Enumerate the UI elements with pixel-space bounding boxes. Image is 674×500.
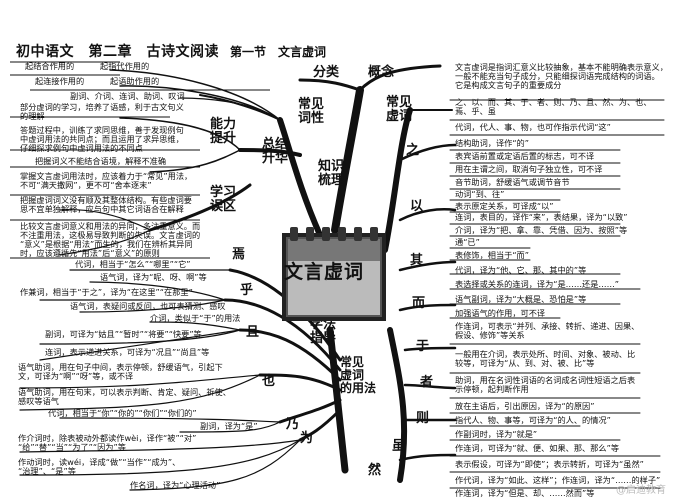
right-note-5: 用在主谓之间，取消句子独立性，可不译 bbox=[455, 164, 603, 174]
right-note-4: 表宾语前置或定语后置的标志，可不译 bbox=[455, 151, 595, 161]
right-note-10: 介词，译为“把、拿、靠、凭借、因为、按照”等 bbox=[455, 225, 628, 235]
word-er: 而 bbox=[412, 296, 426, 311]
note-lianjie: 起连接作用的 bbox=[35, 76, 85, 86]
note-left-4: 掌握文言虚词用法时，应该着力于“常见”用法， 不可“满天撒网”，更不可“舍本逐末… bbox=[20, 171, 193, 191]
right-note-20: 放在主语后，引出原因，译为“的原因” bbox=[455, 401, 595, 411]
word-ran: 然 bbox=[368, 463, 382, 478]
note-jiehe: 起结合作用的 bbox=[25, 61, 75, 71]
node-changjian-yongfa: 常见 虚词 的用法 bbox=[340, 355, 377, 396]
word-yu: 于 bbox=[416, 339, 430, 354]
right-note-2: 代词，代人、事、物，也可作指示代词“这” bbox=[455, 122, 611, 132]
note-left-1: 部分虚词的学习，培养了语感，利于古文句义 的理解 bbox=[20, 102, 184, 122]
node-zhishi: 知识 梳理 bbox=[318, 159, 345, 189]
word-qi: 其 bbox=[410, 253, 424, 268]
right-note-9: 连词，表目的，译作“来”，表结果，译为“以致” bbox=[455, 212, 628, 222]
word-zhi: 之 bbox=[406, 143, 420, 158]
usage-qie-2: 连词，表示递进关系，可译为“况且”“尚且”等 bbox=[45, 347, 210, 357]
right-note-13: 代词，译为“他、它、那、其中的”等 bbox=[455, 265, 587, 275]
usage-qie-1: 副词，可译为“姑且”“暂时”“将要”“快要”等 bbox=[45, 329, 202, 339]
node-gainian: 概念 bbox=[368, 65, 395, 80]
center-node bbox=[282, 227, 386, 321]
right-note-24: 表示假设，可译为“即使”；表示转折，可译为“虽然” bbox=[455, 459, 644, 469]
word-nai: 乃 bbox=[286, 417, 300, 432]
usage-nai-2: 副词，译为“是” bbox=[200, 421, 258, 431]
right-note-3: 结构助词，译作“的” bbox=[455, 138, 529, 148]
usage-wei-3: 作名词，译为“心理活动” bbox=[130, 480, 221, 490]
right-note-23: 作连词，可译为“就、便、如果、那、那么”等 bbox=[455, 443, 620, 453]
usage-ye-1: 语气助词，用在句子中间，表示停顿，舒缓语气，引起下 文，可译为“啊”“呀”等，或… bbox=[18, 362, 223, 382]
note-left-6: 比较文言虚词意义和用法的异同，多注重意义。而 不注重用法，这极易导致判断的失误。… bbox=[20, 221, 201, 259]
usage-hu-1: 语气词，译为“呢、呀、啊”等 bbox=[100, 272, 207, 282]
main-title: 初中语文 第二章 古诗文阅读 bbox=[16, 44, 219, 60]
right-note-16: 加强语气的作用，可不译 bbox=[455, 308, 546, 318]
right-note-concept: 文言虚词是指词汇意义比较抽象，基本不能明确表示意义， 一般不能充当句子成分，只能… bbox=[455, 62, 668, 91]
node-xuexi: 学习 误区 bbox=[210, 185, 237, 215]
center-label: 文言虚词 bbox=[284, 261, 365, 283]
usage-hu-2: 语气词，表疑问或反问，也可表猜测、感叹 bbox=[70, 301, 226, 311]
right-note-17: 作连词，可表示“并列、承接、转折、递进、因果、 假设、修饰”等关系 bbox=[455, 321, 640, 341]
right-note-6: 音节助词，舒缓语气或调节音节 bbox=[455, 177, 570, 187]
usage-hu-3: 介词，类似于“于”的用法 bbox=[150, 313, 241, 323]
word-hu: 乎 bbox=[240, 283, 254, 298]
right-note-11: 通“已” bbox=[455, 237, 480, 247]
right-note-25: 作代词，译为“如此、这样”；作连词，译为“……的样子” bbox=[455, 475, 661, 485]
word-qie: 且 bbox=[246, 325, 260, 340]
word-yi: 以 bbox=[410, 199, 424, 214]
node-changjian-xuci: 常见 虚词 bbox=[386, 95, 413, 125]
node-changjian-cixing: 常见 词性 bbox=[298, 97, 325, 127]
right-note-15: 语气副词，译为“大概是、恐怕是”等 bbox=[455, 294, 587, 304]
usage-yan-2: 作兼词，相当于“于之”，译为“在这里”“在那里” bbox=[20, 287, 193, 297]
right-note-19: 助词，用在名词性词语的名词成名词性短语之后表 示停顿，起判断作用 bbox=[455, 375, 636, 395]
usage-ye-2: 语气助词，用在句末，可以表示判断、肯定、疑问、祈使、 感叹等语气 bbox=[18, 387, 231, 407]
node-zongjie: 总结 升华 bbox=[262, 137, 289, 167]
word-ze: 则 bbox=[416, 411, 430, 426]
watermark: @启迪教育 bbox=[616, 485, 666, 496]
usage-wei-2: 作动词时，读wéi，译成“做”“当作”“成为”、 “治理”、“是”等 bbox=[18, 457, 181, 477]
note-cixing-list: 副词、介词、连词、助词、叹词 bbox=[70, 91, 185, 101]
usage-wei-1: 作介词时，除表被动外都读作wèi，译作“被”“对” “给”“替”“当”“为了”“… bbox=[18, 433, 197, 453]
right-note-21: 指代人、物、事等，可译为“的人、的情况” bbox=[455, 415, 611, 425]
right-note-18: 一般用在介词，表示处所、时间、对象、被动、比 较等，可译为“从、到、对、被、比”… bbox=[455, 349, 636, 369]
note-yuzhu: 起语助作用的 bbox=[110, 76, 160, 86]
note-left-5: 把握虚词词义没有顺及其整体结构。有些虚词要 思不宜单独解释，应与句中其它词语合在… bbox=[20, 195, 192, 215]
word-sui: 虽 bbox=[392, 439, 406, 454]
right-note-12: 表修饰，相当于“而” bbox=[455, 250, 529, 260]
right-note-26: 作连词，译为“但是、却、……然而”等 bbox=[455, 488, 595, 498]
note-left-3: 把握词义不能结合语境，解释不准确 bbox=[35, 156, 167, 166]
right-note-list: 之、以、而、其、于、者、则、乃、且、然、为、也、 焉、乎、虽 bbox=[455, 97, 652, 117]
word-yan: 焉 bbox=[232, 247, 246, 262]
node-fenlei: 分类 bbox=[313, 65, 340, 80]
word-wei: 为 bbox=[300, 431, 314, 446]
usage-yan-1: 代词，相当于“怎么”“哪里”“它” bbox=[75, 259, 191, 269]
word-ye: 也 bbox=[262, 374, 276, 389]
note-zhidai: 起指代作用的 bbox=[100, 61, 150, 71]
section-title: 第一节 文言虚词 bbox=[230, 45, 327, 59]
right-note-8: 表示原定关系，可译成“以” bbox=[455, 201, 554, 211]
right-note-22: 作副词时，译为“就是” bbox=[455, 429, 538, 439]
right-note-7: 动词“到、往” bbox=[455, 189, 505, 199]
word-zhe: 者 bbox=[420, 375, 434, 390]
right-note-14: 表选择或关系的连词，译为“是……还是……” bbox=[455, 279, 620, 289]
usage-nai-1: 代词，相当于“你”“你的”“你们”“你们的” bbox=[48, 408, 197, 418]
node-nengli: 能力 提升 bbox=[210, 117, 237, 147]
note-left-2: 答题过程中，训练了求同思维，善于发现例句 中虚词用法的共同点；而且运用了求异思维… bbox=[20, 125, 184, 154]
